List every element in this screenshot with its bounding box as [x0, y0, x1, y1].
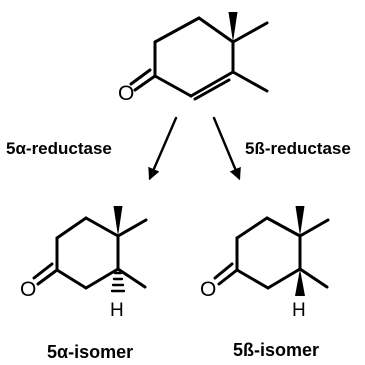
label-5alpha-isomer: 5α-isomer: [47, 342, 133, 362]
label-5alpha-reductase: 5α-reductase: [6, 139, 112, 158]
label-5beta-reductase: 5ß-reductase: [245, 139, 351, 158]
label-5beta-isomer: 5ß-isomer: [233, 340, 319, 360]
starting-enone-structure: O: [118, 12, 269, 105]
solid-wedge-bond: [295, 269, 305, 296]
oxygen-atom-beta: O: [200, 278, 216, 301]
oxygen-atom-start: O: [118, 82, 134, 105]
arrow-5alpha: [148, 116, 178, 181]
hydrogen-atom-beta: H: [292, 300, 306, 321]
oxygen-atom-alpha: O: [20, 278, 36, 301]
product-5beta-structure: O H: [200, 206, 330, 321]
hashed-wedge-bond: [110, 271, 126, 293]
product-5alpha-structure: O H: [20, 206, 148, 321]
arrow-5beta: [212, 116, 241, 181]
hydrogen-atom-alpha: H: [110, 300, 124, 321]
